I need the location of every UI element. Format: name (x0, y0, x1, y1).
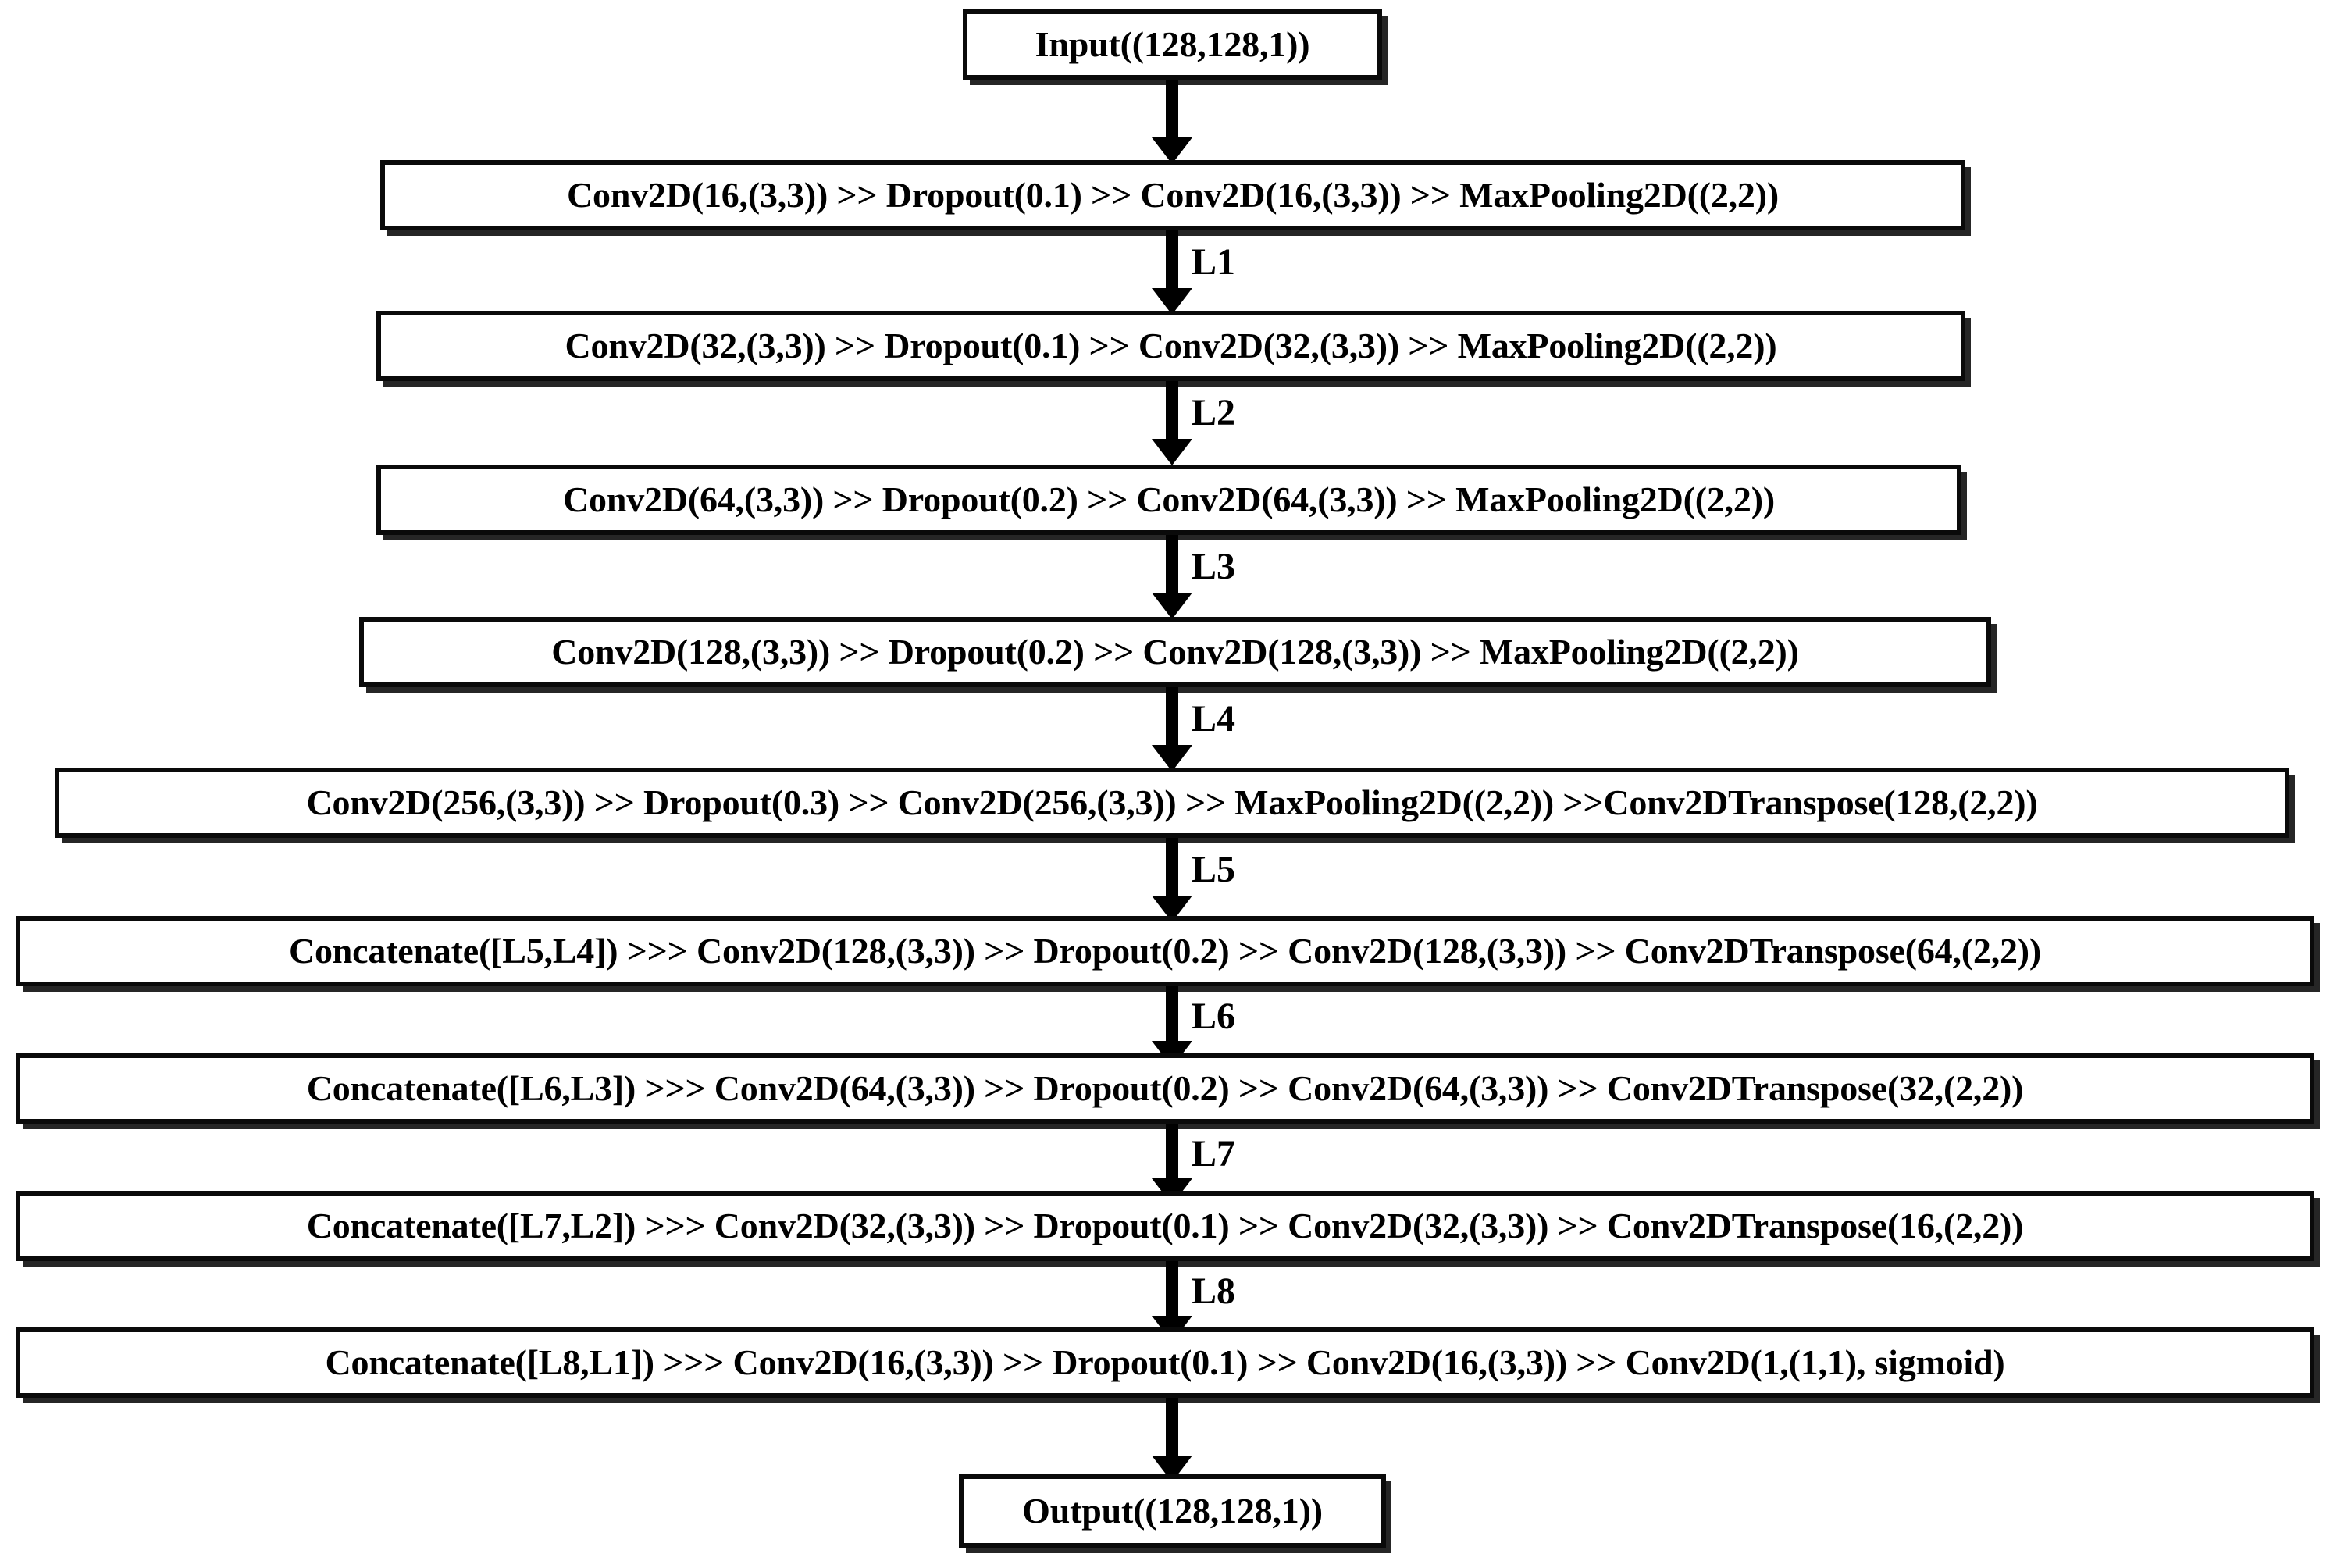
arrow-label-l5: L5 (1192, 849, 1236, 890)
node-decoder-1-label: Concatenate([L5,L4]) >>> Conv2D(128,(3,3… (288, 931, 2042, 971)
arrow-label-l7: L7 (1192, 1133, 1236, 1174)
node-encoder-4-label: Conv2D(128,(3,3)) >> Dropout(0.2) >> Con… (551, 632, 1799, 672)
node-encoder-2[interactable]: Conv2D(32,(3,3)) >> Dropout(0.1) >> Conv… (376, 311, 1965, 381)
node-output[interactable]: Output((128,128,1)) (959, 1474, 1386, 1548)
node-encoder-1[interactable]: Conv2D(16,(3,3)) >> Dropout(0.1) >> Conv… (380, 160, 1965, 230)
node-encoder-2-label: Conv2D(32,(3,3)) >> Dropout(0.1) >> Conv… (565, 326, 1777, 365)
arrow-label-l8: L8 (1192, 1270, 1236, 1312)
arrow-label-l6: L6 (1192, 996, 1236, 1037)
node-decoder-1[interactable]: Concatenate([L5,L4]) >>> Conv2D(128,(3,3… (16, 916, 2314, 986)
node-bottleneck[interactable]: Conv2D(256,(3,3)) >> Dropout(0.3) >> Con… (55, 768, 2289, 838)
node-input-label: Input((128,128,1)) (1035, 24, 1310, 64)
node-decoder-2-label: Concatenate([L6,L3]) >>> Conv2D(64,(3,3)… (306, 1068, 2024, 1108)
arrow-label-l4: L4 (1192, 698, 1236, 739)
node-encoder-4[interactable]: Conv2D(128,(3,3)) >> Dropout(0.2) >> Con… (359, 617, 1991, 687)
node-encoder-3[interactable]: Conv2D(64,(3,3)) >> Dropout(0.2) >> Conv… (376, 465, 1961, 535)
node-decoder-3-label: Concatenate([L7,L2]) >>> Conv2D(32,(3,3)… (306, 1206, 2024, 1245)
node-decoder-4[interactable]: Concatenate([L8,L1]) >>> Conv2D(16,(3,3)… (16, 1327, 2314, 1398)
node-encoder-3-label: Conv2D(64,(3,3)) >> Dropout(0.2) >> Conv… (563, 479, 1775, 519)
node-input[interactable]: Input((128,128,1)) (963, 9, 1382, 80)
node-decoder-3[interactable]: Concatenate([L7,L2]) >>> Conv2D(32,(3,3)… (16, 1191, 2314, 1261)
arrow-label-l2: L2 (1192, 392, 1236, 433)
arrow-label-l1: L1 (1192, 241, 1236, 283)
node-bottleneck-label: Conv2D(256,(3,3)) >> Dropout(0.3) >> Con… (306, 782, 2038, 822)
node-decoder-2[interactable]: Concatenate([L6,L3]) >>> Conv2D(64,(3,3)… (16, 1053, 2314, 1124)
node-decoder-4-label: Concatenate([L8,L1]) >>> Conv2D(16,(3,3)… (325, 1342, 2005, 1382)
node-encoder-1-label: Conv2D(16,(3,3)) >> Dropout(0.1) >> Conv… (567, 175, 1779, 215)
node-output-label: Output((128,128,1)) (1022, 1491, 1323, 1531)
arrow-label-l3: L3 (1192, 546, 1236, 587)
